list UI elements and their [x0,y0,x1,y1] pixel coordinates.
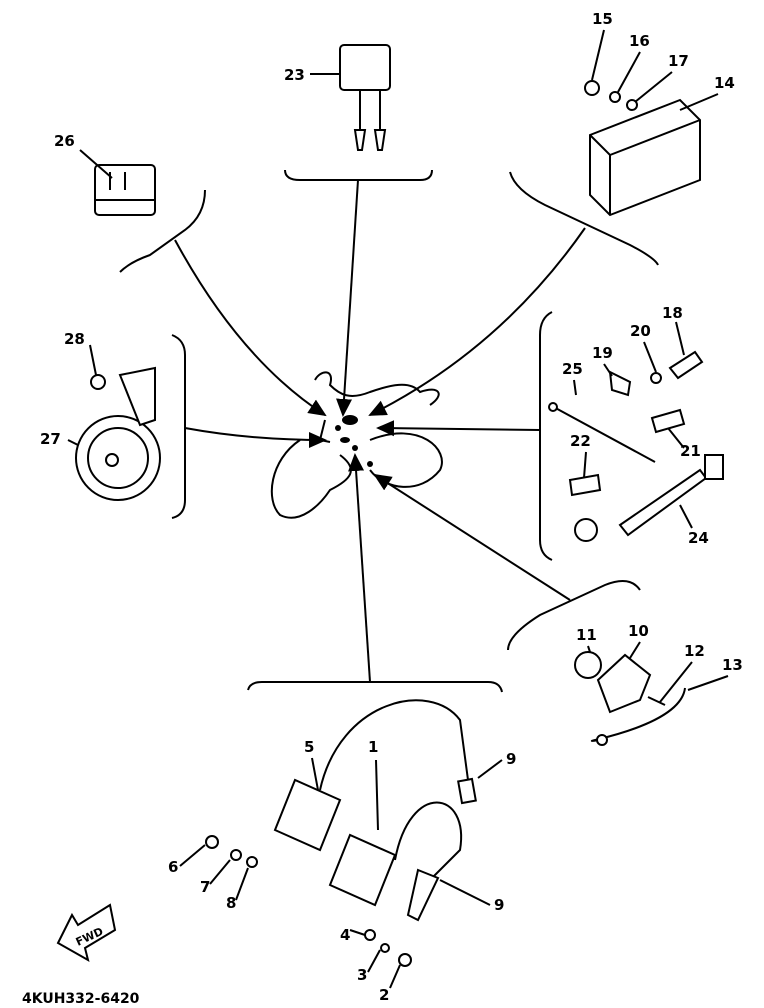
callout-28: 28 [64,330,85,348]
callout-18: 18 [662,304,683,322]
callout-24: 24 [688,529,709,547]
callout-7: 7 [200,878,210,896]
part-14-unit [589,98,701,217]
fwd-arrow: FWD [56,903,117,963]
part-27-horn [75,366,161,501]
callout-6: 6 [168,858,178,876]
group-brackets [119,169,659,693]
callout-1: 1 [368,738,378,756]
callout-13: 13 [722,656,743,674]
callout-12: 12 [684,642,705,660]
part-code: 4KUH332-6420 [22,991,140,1007]
callout-9b: 9 [494,896,504,914]
callout-27: 27 [40,430,61,448]
callout-3: 3 [357,966,367,984]
callout-labels: 1 2 3 4 5 6 7 8 9 9 10 11 12 13 14 15 16… [40,10,743,1004]
callout-22: 22 [570,432,591,450]
callout-21: 21 [680,442,701,460]
callout-8: 8 [226,894,236,912]
callout-4: 4 [340,926,350,944]
callout-2: 2 [379,986,389,1004]
part-23-connector [339,44,391,151]
motorcycle-outline [270,371,443,519]
callout-26: 26 [54,132,75,150]
callout-10: 10 [628,622,649,640]
callout-23: 23 [284,66,305,84]
callout-11: 11 [576,626,597,644]
callout-leaders [67,29,729,989]
callout-14: 14 [714,74,735,92]
callout-19: 19 [592,344,613,362]
part-10-13-sensor [574,651,686,746]
callout-17: 17 [668,52,689,70]
leader-lines [174,179,586,683]
part-15-17-fasteners [584,80,638,111]
callout-9a: 9 [506,750,516,768]
part-26-relay [94,164,156,216]
callout-16: 16 [629,32,650,50]
callout-25: 25 [562,360,583,378]
callout-5: 5 [304,738,314,756]
part-18-25-hardware [548,350,724,542]
callout-15: 15 [592,10,613,28]
callout-20: 20 [630,322,651,340]
